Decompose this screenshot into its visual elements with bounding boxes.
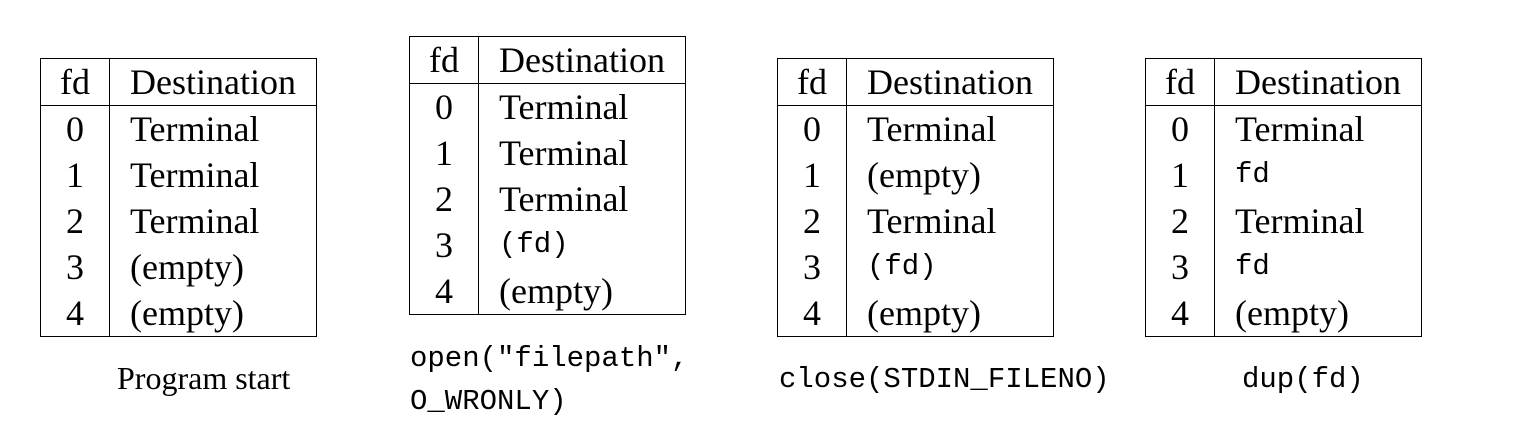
fd-table-panel-1: fd Destination 0 Terminal 1 Terminal 2 T… bbox=[40, 58, 317, 337]
table-row: 2 Terminal bbox=[777, 198, 1054, 244]
table-row: 2 Terminal bbox=[409, 176, 686, 222]
panel-caption: dup(fd) bbox=[1242, 358, 1364, 401]
destination-cell: (fd) bbox=[499, 228, 569, 261]
destination-cell: Terminal bbox=[130, 201, 260, 241]
destination-cell: Terminal bbox=[1235, 201, 1365, 241]
table-row: 3 fd bbox=[1145, 244, 1422, 290]
fd-column-header: fd bbox=[409, 36, 479, 84]
fd-number-cell: 4 bbox=[1145, 290, 1215, 337]
fd-table-panel-3: fd Destination 0 Terminal 1 (empty) 2 Te… bbox=[777, 58, 1054, 337]
fd-number-cell: 0 bbox=[409, 83, 479, 130]
destination-cell: (empty) bbox=[867, 293, 981, 333]
fd-number-cell: 4 bbox=[777, 290, 847, 337]
destination-cell: Terminal bbox=[499, 179, 629, 219]
fd-number-cell: 1 bbox=[777, 152, 847, 198]
destination-column-header: Destination bbox=[109, 58, 317, 106]
table-row: 4 (empty) bbox=[409, 268, 686, 315]
fd-column-header: fd bbox=[40, 58, 110, 106]
fd-number-cell: 2 bbox=[777, 198, 847, 244]
fd-table-panel-2: fd Destination 0 Terminal 1 Terminal 2 T… bbox=[409, 36, 686, 315]
caption-line: Program start bbox=[117, 360, 291, 396]
table-header-row: fd Destination bbox=[40, 58, 317, 106]
panel-caption: open("filepath", O_WRONLY) bbox=[410, 337, 688, 423]
caption-line: close(STDIN_FILENO) bbox=[779, 363, 1110, 396]
destination-cell: Terminal bbox=[499, 133, 629, 173]
fd-table: fd Destination 0 Terminal 1 Terminal 2 T… bbox=[409, 36, 686, 315]
fd-number-cell: 3 bbox=[1145, 244, 1215, 290]
fd-number-cell: 4 bbox=[409, 268, 479, 315]
fd-number-cell: 2 bbox=[1145, 198, 1215, 244]
destination-cell: Terminal bbox=[130, 109, 260, 149]
destination-cell: (empty) bbox=[499, 271, 613, 311]
destination-cell: (empty) bbox=[1235, 293, 1349, 333]
fd-number-cell: 3 bbox=[777, 244, 847, 290]
destination-cell: (empty) bbox=[867, 155, 981, 195]
table-row: 2 Terminal bbox=[1145, 198, 1422, 244]
fd-number-cell: 0 bbox=[777, 105, 847, 152]
fd-column-header: fd bbox=[777, 58, 847, 106]
table-row: 3 (fd) bbox=[777, 244, 1054, 290]
table-header-row: fd Destination bbox=[1145, 58, 1422, 106]
panel-caption: close(STDIN_FILENO) bbox=[779, 358, 1110, 401]
fd-table-panel-4: fd Destination 0 Terminal 1 fd 2 Termina… bbox=[1145, 58, 1422, 337]
table-row: 1 Terminal bbox=[40, 152, 317, 198]
table-row: 1 fd bbox=[1145, 152, 1422, 198]
table-row: 2 Terminal bbox=[40, 198, 317, 244]
fd-number-cell: 2 bbox=[40, 198, 110, 244]
destination-cell: Terminal bbox=[130, 155, 260, 195]
destination-cell: fd bbox=[1235, 158, 1270, 191]
fd-number-cell: 4 bbox=[40, 290, 110, 337]
destination-cell: Terminal bbox=[499, 87, 629, 127]
destination-cell: Terminal bbox=[1235, 109, 1365, 149]
fd-column-header: fd bbox=[1145, 58, 1215, 106]
table-header-row: fd Destination bbox=[409, 36, 686, 84]
destination-column-header: Destination bbox=[846, 58, 1054, 106]
table-row: 4 (empty) bbox=[1145, 290, 1422, 337]
table-row: 4 (empty) bbox=[40, 290, 317, 337]
fd-number-cell: 3 bbox=[40, 244, 110, 290]
table-header-row: fd Destination bbox=[777, 58, 1054, 106]
destination-cell: (empty) bbox=[130, 247, 244, 287]
table-row: 0 Terminal bbox=[1145, 105, 1422, 152]
fd-number-cell: 0 bbox=[1145, 105, 1215, 152]
fd-number-cell: 1 bbox=[1145, 152, 1215, 198]
fd-number-cell: 1 bbox=[40, 152, 110, 198]
table-row: 0 Terminal bbox=[409, 83, 686, 130]
caption-line: open("filepath", bbox=[410, 342, 689, 375]
destination-cell: Terminal bbox=[867, 201, 997, 241]
destination-column-header: Destination bbox=[1214, 58, 1422, 106]
destination-cell: fd bbox=[1235, 250, 1270, 283]
fd-number-cell: 3 bbox=[409, 222, 479, 268]
fd-table: fd Destination 0 Terminal 1 Terminal 2 T… bbox=[40, 58, 317, 337]
table-row: 1 (empty) bbox=[777, 152, 1054, 198]
table-row: 4 (empty) bbox=[777, 290, 1054, 337]
table-row: 0 Terminal bbox=[40, 105, 317, 152]
destination-column-header: Destination bbox=[478, 36, 686, 84]
table-row: 3 (fd) bbox=[409, 222, 686, 268]
fd-table: fd Destination 0 Terminal 1 (empty) 2 Te… bbox=[777, 58, 1054, 337]
fd-number-cell: 1 bbox=[409, 130, 479, 176]
table-row: 0 Terminal bbox=[777, 105, 1054, 152]
caption-line: dup(fd) bbox=[1242, 363, 1364, 396]
fd-number-cell: 0 bbox=[40, 105, 110, 152]
fd-table: fd Destination 0 Terminal 1 fd 2 Termina… bbox=[1145, 58, 1422, 337]
destination-cell: Terminal bbox=[867, 109, 997, 149]
destination-cell: (fd) bbox=[867, 250, 937, 283]
table-row: 1 Terminal bbox=[409, 130, 686, 176]
caption-line: O_WRONLY) bbox=[410, 385, 567, 418]
panel-caption: Program start bbox=[117, 357, 290, 399]
fd-number-cell: 2 bbox=[409, 176, 479, 222]
destination-cell: (empty) bbox=[130, 293, 244, 333]
table-row: 3 (empty) bbox=[40, 244, 317, 290]
